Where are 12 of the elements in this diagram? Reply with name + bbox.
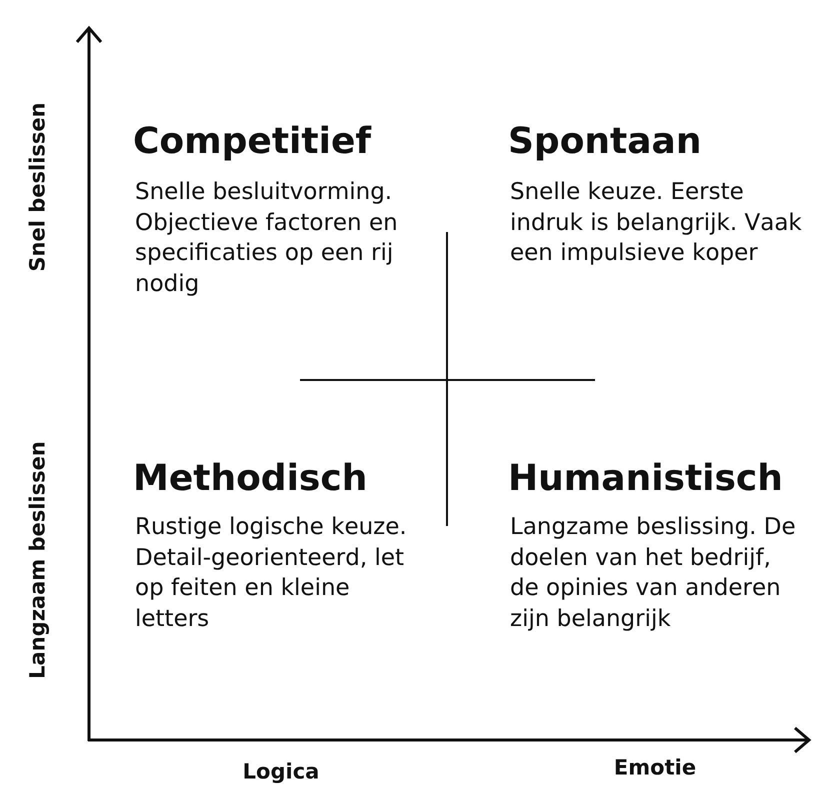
quadrant-heading: Competitief	[133, 121, 372, 163]
quadrant-heading: Humanistisch	[508, 458, 783, 500]
quadrant-description: Snelle keuze. Eerste indruk is belangrijk. Vaak een impulsieve koper	[510, 178, 803, 268]
quadrant-heading: Methodisch	[133, 458, 368, 500]
axis-label: Snel beslissen	[26, 102, 50, 272]
axis-label: Logica	[242, 760, 320, 784]
quadrant-description: Rustige logische keuze. Detail-georienteerd, let op feiten en kleine letters	[135, 513, 408, 634]
quadrant-heading: Spontaan	[508, 121, 702, 163]
quadrant-description: Snelle besluitvorming. Objectieve factoren en specificaties op een rij nodig	[135, 178, 399, 298]
quadrant-description: Langzame beslissing. De doelen van het bedrijf, de opinies van anderen zijn belangrijk	[510, 513, 797, 634]
axis-label: Emotie	[614, 756, 696, 780]
axis-label: Langzaam beslissen	[26, 441, 50, 679]
